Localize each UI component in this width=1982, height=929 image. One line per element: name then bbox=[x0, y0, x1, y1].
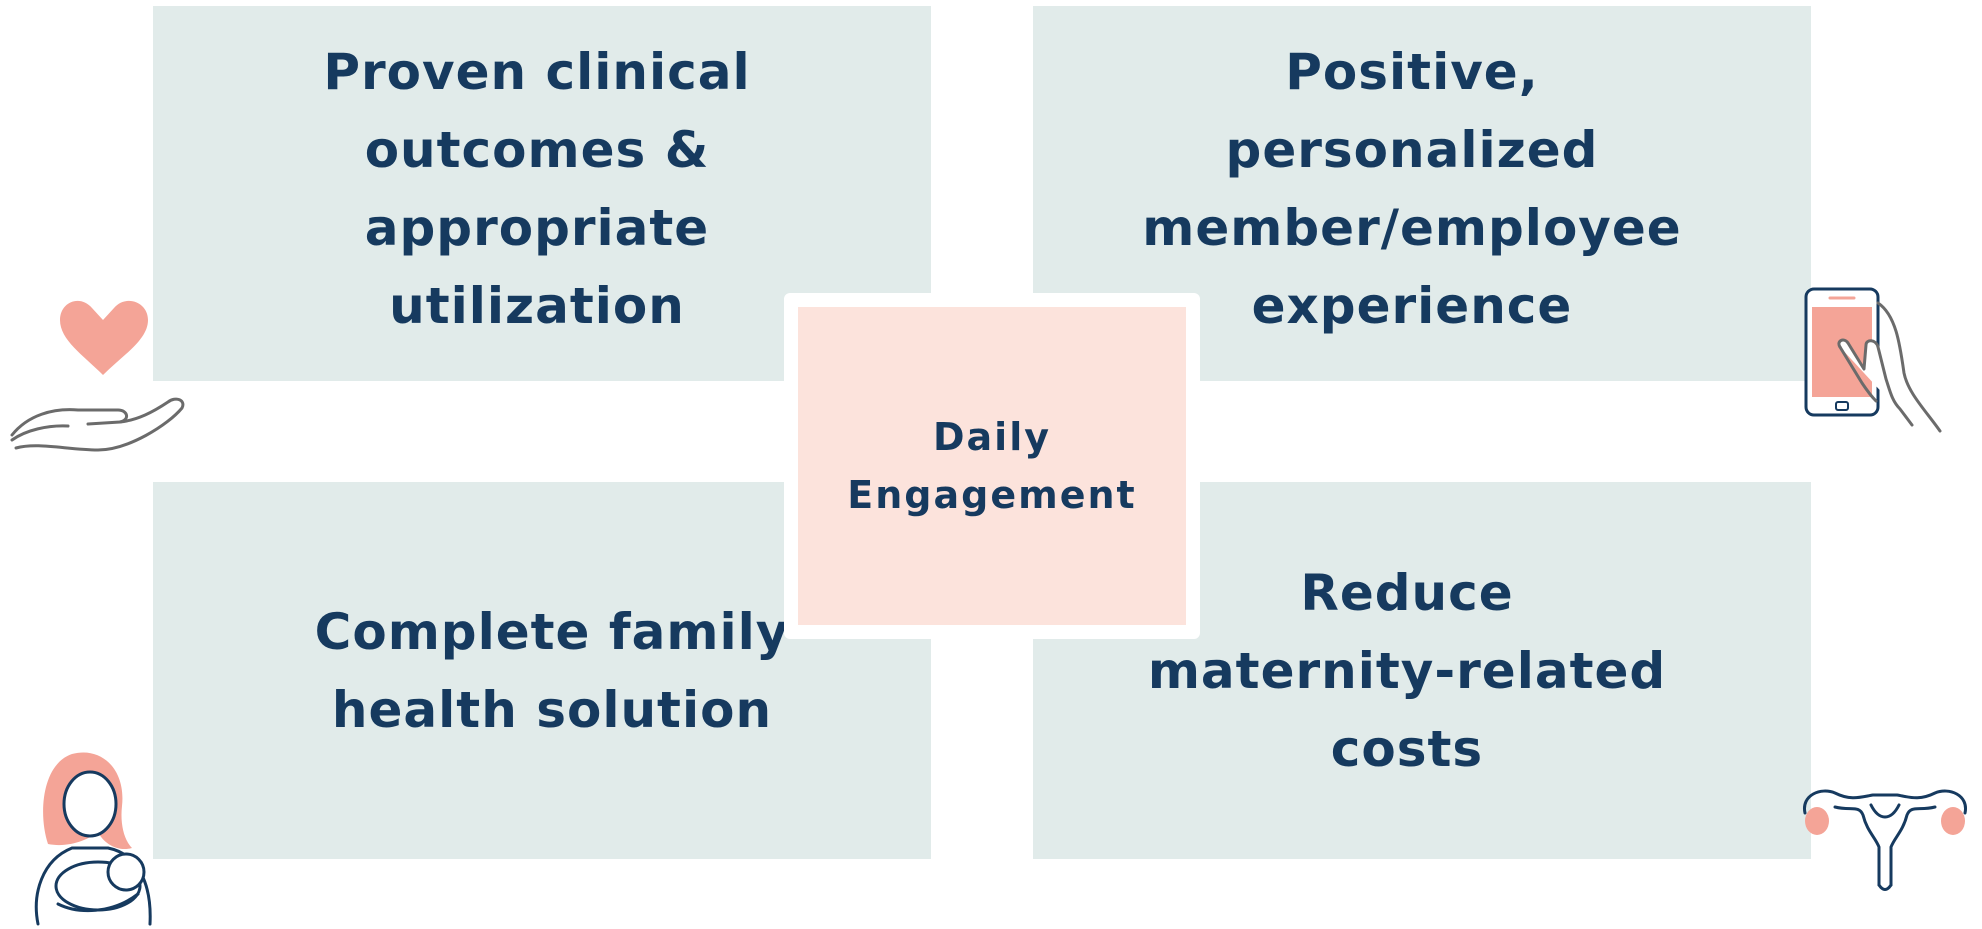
quadrant-text: Proven clinical outcomes & appropriate u… bbox=[323, 33, 750, 345]
quadrant-line: Proven clinical bbox=[323, 42, 751, 101]
heart-in-hand-icon bbox=[10, 300, 185, 452]
quadrant-line: Complete family bbox=[314, 602, 790, 661]
quadrant-text: Positive, personalized member/employee e… bbox=[1142, 33, 1681, 345]
quadrant-line: outcomes & bbox=[364, 120, 710, 179]
quadrant-line: maternity-related bbox=[1147, 641, 1667, 700]
quadrant-line: health solution bbox=[331, 680, 773, 739]
center-line-1: Daily bbox=[932, 415, 1051, 459]
center-text: Daily Engagement bbox=[847, 408, 1136, 524]
quadrant-line: utilization bbox=[389, 276, 685, 335]
uterus-icon bbox=[1803, 789, 1967, 891]
center-engagement-box: Daily Engagement bbox=[784, 293, 1200, 639]
quadrant-line: costs bbox=[1330, 719, 1484, 778]
mother-with-baby-icon bbox=[34, 752, 152, 926]
smartphone-tap-icon bbox=[1804, 287, 1942, 433]
quadrant-clinical-outcomes: Proven clinical outcomes & appropriate u… bbox=[153, 6, 931, 381]
center-line-2: Engagement bbox=[847, 473, 1137, 517]
quadrant-line: appropriate bbox=[364, 198, 710, 257]
quadrant-line: Positive, bbox=[1285, 42, 1539, 101]
quadrant-line: Reduce bbox=[1300, 563, 1514, 622]
quadrant-text: Complete family health solution bbox=[315, 593, 790, 749]
quadrant-member-experience: Positive, personalized member/employee e… bbox=[1033, 6, 1811, 381]
quadrant-line: member/employee bbox=[1142, 198, 1682, 257]
quadrant-text: Reduce maternity-related costs bbox=[1148, 554, 1666, 788]
quadrant-line: experience bbox=[1251, 276, 1573, 335]
quadrant-line: personalized bbox=[1225, 120, 1599, 179]
